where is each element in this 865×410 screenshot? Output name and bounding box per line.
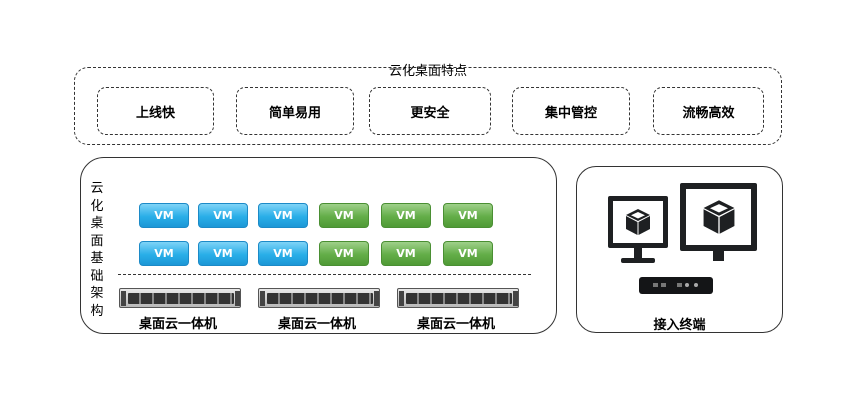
vm-block: VM	[381, 241, 431, 266]
vm-block: VM	[319, 203, 369, 228]
terminal-panel	[576, 166, 783, 333]
server-icon	[258, 288, 380, 308]
server-label: 桌面云一体机	[277, 317, 356, 332]
thin-client-icon	[639, 277, 713, 294]
vm-block: VM	[258, 203, 308, 228]
server-label: 桌面云一体机	[138, 317, 217, 332]
feature-box-fast-launch: 上线快	[97, 87, 214, 135]
infrastructure-label: 云化桌面基础架构	[90, 181, 104, 319]
feature-label: 上线快	[135, 105, 175, 121]
infrastructure-divider	[118, 274, 531, 275]
feature-box-easy-use: 简单易用	[236, 87, 354, 135]
vm-block: VM	[139, 241, 189, 266]
vm-block: VM	[198, 241, 248, 266]
infrastructure-panel	[80, 157, 557, 334]
server-icon	[397, 288, 519, 308]
features-panel	[74, 67, 782, 145]
vm-block: VM	[443, 241, 493, 266]
vm-block: VM	[443, 203, 493, 228]
cube-icon	[626, 209, 650, 235]
vm-block: VM	[381, 203, 431, 228]
terminal-label: 接入终端	[653, 318, 706, 333]
vm-block: VM	[198, 203, 248, 228]
vm-block: VM	[258, 241, 308, 266]
feature-box-secure: 更安全	[369, 87, 491, 135]
feature-label: 流畅高效	[682, 105, 735, 121]
server-label: 桌面云一体机	[416, 317, 495, 332]
feature-label: 更安全	[410, 105, 450, 121]
feature-box-smooth: 流畅高效	[653, 87, 764, 135]
feature-box-central-control: 集中管控	[512, 87, 630, 135]
feature-label: 简单易用	[268, 105, 321, 121]
server-icon	[119, 288, 241, 308]
features-title: 云化桌面特点	[388, 64, 467, 79]
vm-block: VM	[319, 241, 369, 266]
feature-label: 集中管控	[544, 105, 597, 121]
cube-icon	[703, 200, 734, 234]
vm-block: VM	[139, 203, 189, 228]
